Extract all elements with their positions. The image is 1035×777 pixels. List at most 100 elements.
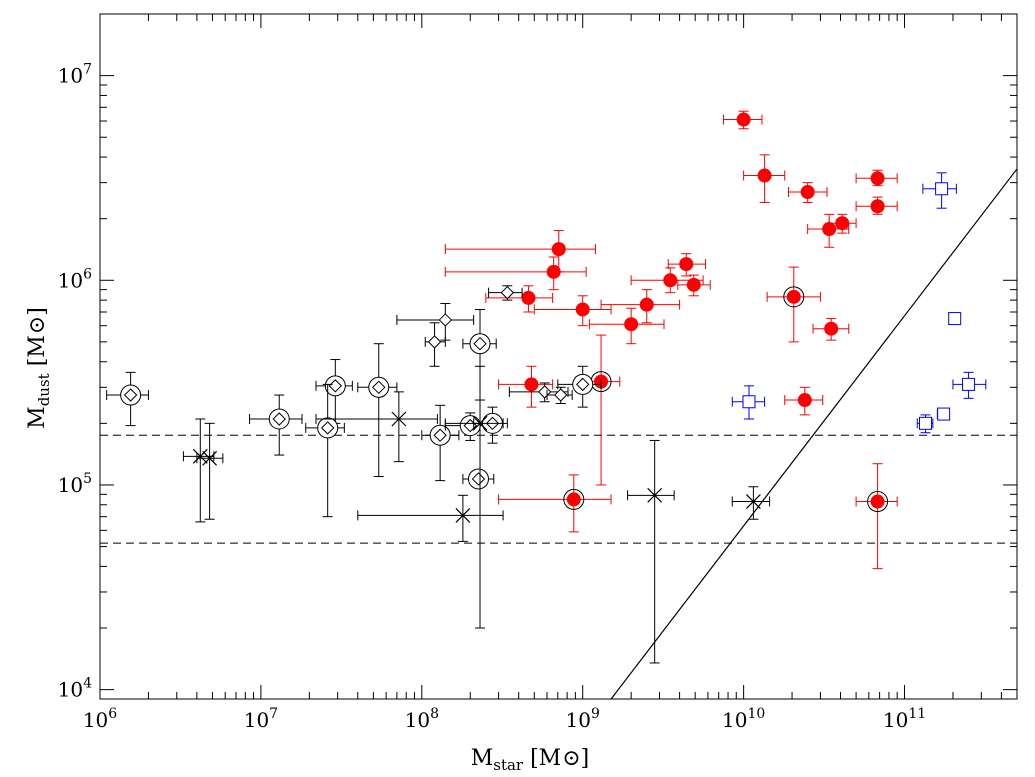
x-axis-label: Mstar [M⊙] — [471, 746, 590, 774]
data-point — [315, 391, 438, 463]
data-points — [106, 110, 987, 664]
x-tick-label: 106 — [83, 706, 117, 732]
x-tick-label: 1010 — [722, 706, 765, 732]
x-axis-label-main: M — [471, 746, 494, 771]
data-point — [731, 385, 766, 420]
x-axis-label-unit-close: ] — [581, 746, 590, 771]
data-point — [357, 494, 504, 542]
point-ring — [467, 468, 489, 490]
sun-symbol: ⊙ — [562, 746, 580, 771]
data-point — [498, 474, 612, 533]
point-marker — [679, 257, 694, 272]
point-marker — [686, 277, 701, 292]
point-marker — [500, 285, 515, 300]
point-marker — [663, 273, 678, 288]
y-axis-label: Mdust [M⊙] — [25, 307, 53, 429]
point-marker — [575, 302, 590, 317]
point-marker — [800, 184, 815, 199]
plot-frame — [99, 13, 1018, 700]
data-point — [557, 365, 602, 408]
point-marker — [554, 388, 568, 402]
point-ring — [572, 373, 594, 395]
point-marker — [937, 407, 951, 421]
point-marker — [272, 412, 286, 426]
point-marker — [546, 264, 561, 279]
point-ring — [429, 424, 451, 446]
data-point — [952, 371, 987, 399]
x-axis-label-unit-open: [M — [523, 746, 561, 771]
data-point — [106, 371, 149, 427]
point-marker — [919, 416, 933, 430]
point-marker — [372, 380, 386, 395]
point-marker — [455, 507, 471, 523]
y-tick-label: 106 — [58, 266, 92, 292]
point-marker — [391, 411, 407, 427]
data-point — [855, 169, 898, 187]
point-marker — [123, 388, 138, 402]
y-tick-label: 107 — [58, 62, 92, 88]
x-axis-label-sub: star — [493, 756, 524, 774]
data-point — [305, 383, 345, 518]
point-marker — [471, 472, 486, 486]
point-marker — [797, 393, 812, 408]
threshold-lines — [100, 434, 1017, 544]
data-point — [315, 359, 353, 424]
point-marker — [433, 428, 447, 442]
point-marker — [757, 168, 772, 183]
point-ring — [469, 333, 491, 355]
point-marker — [438, 313, 453, 327]
data-point — [731, 486, 771, 520]
sun-symbol: ⊙ — [25, 316, 50, 334]
y-tick-label: 104 — [58, 676, 92, 702]
data-point — [766, 266, 821, 343]
point-marker — [328, 379, 343, 393]
data-point — [948, 312, 962, 326]
data-point — [936, 407, 951, 421]
y-tick-label: 105 — [58, 471, 92, 497]
data-point — [444, 230, 596, 273]
data-point — [677, 274, 711, 297]
y-axis-label-main: M — [25, 406, 50, 429]
point-ring — [324, 375, 346, 397]
point-marker — [935, 182, 949, 196]
point-marker — [576, 377, 590, 392]
point-ring — [317, 417, 339, 439]
data-point — [462, 468, 495, 490]
point-ring — [368, 376, 390, 398]
data-point — [249, 394, 303, 456]
point-marker — [524, 377, 539, 392]
point-marker — [427, 335, 442, 349]
data-point — [444, 256, 587, 291]
point-marker — [624, 317, 639, 332]
data-point — [812, 318, 850, 341]
point-marker — [473, 336, 487, 351]
point-marker — [948, 312, 962, 326]
point-marker — [870, 494, 885, 509]
point-marker — [870, 171, 885, 186]
data-point — [196, 422, 224, 520]
data-point — [357, 343, 398, 477]
data-point — [488, 285, 523, 301]
point-marker — [639, 297, 654, 312]
point-ring — [120, 384, 142, 406]
data-point — [627, 439, 675, 664]
data-point — [588, 307, 665, 345]
data-point — [828, 213, 857, 234]
data-point — [574, 334, 621, 486]
data-point — [667, 253, 707, 277]
data-point — [421, 404, 460, 482]
data-point — [424, 322, 446, 367]
data-point — [508, 382, 569, 403]
data-point — [855, 196, 898, 215]
data-point — [787, 182, 828, 203]
data-point — [916, 414, 934, 434]
point-marker — [824, 321, 839, 336]
point-ring — [867, 491, 889, 513]
data-point — [723, 110, 763, 130]
data-point — [396, 303, 475, 341]
data-point — [485, 285, 554, 313]
x-tick-label: 107 — [244, 706, 278, 732]
data-point — [600, 289, 681, 324]
point-marker — [320, 421, 335, 435]
